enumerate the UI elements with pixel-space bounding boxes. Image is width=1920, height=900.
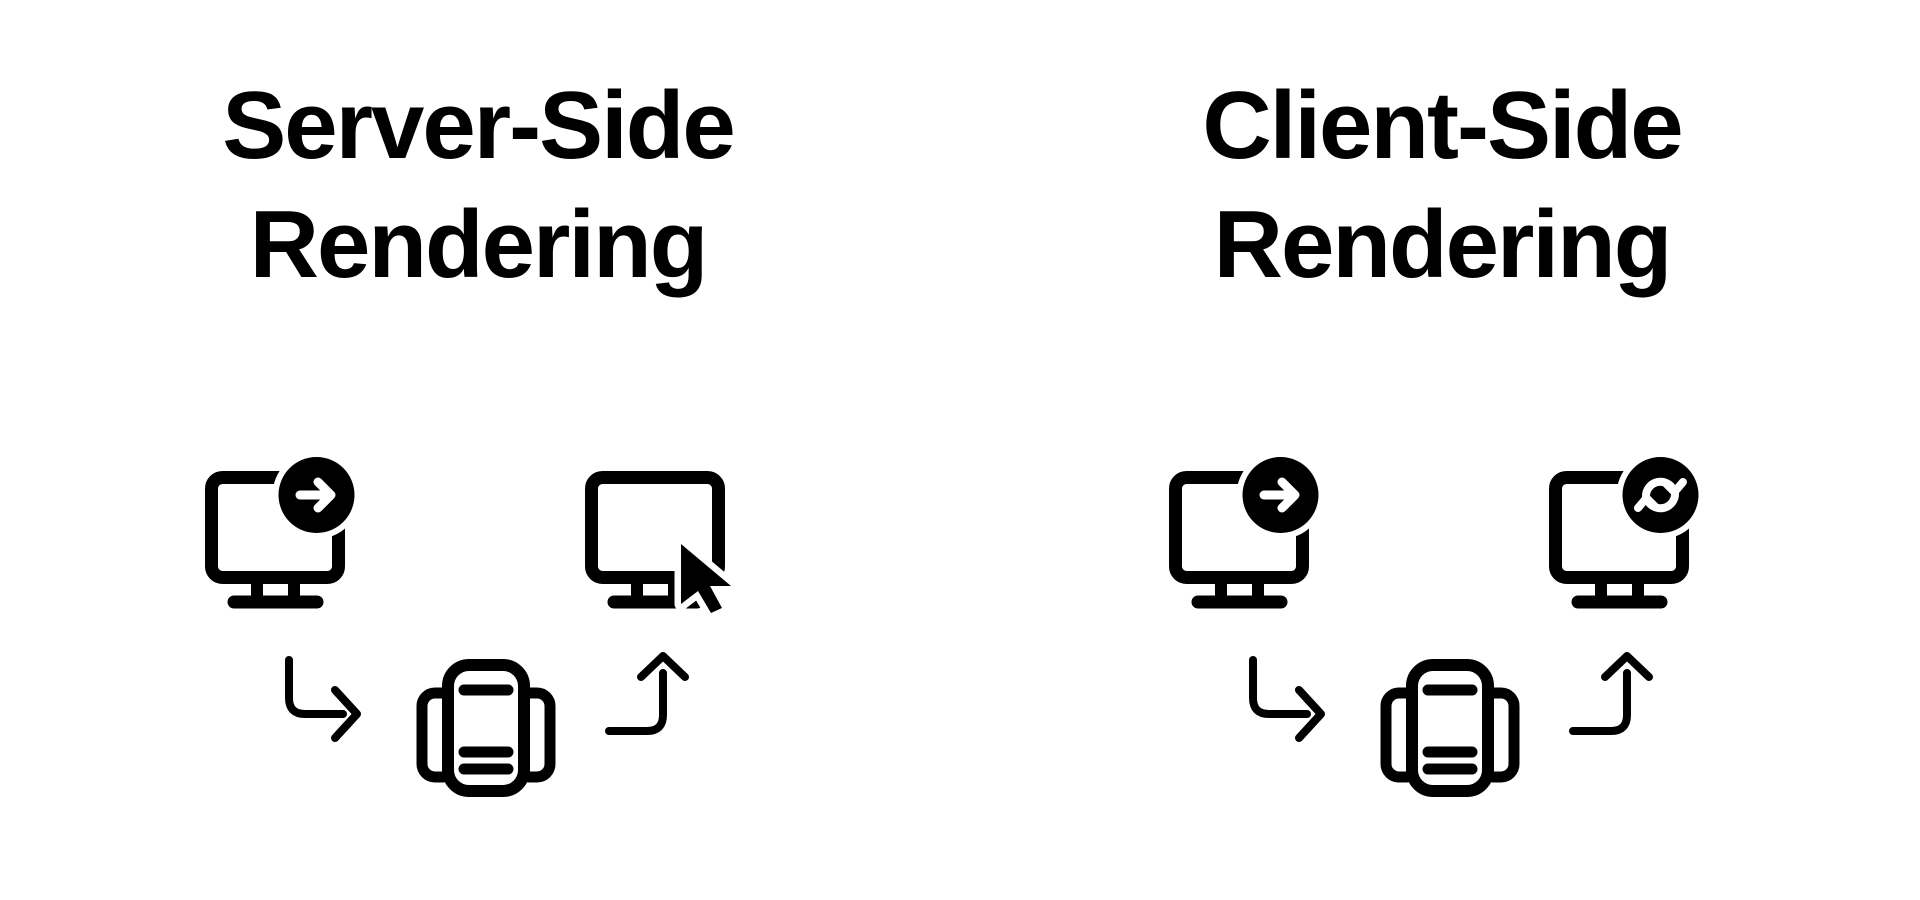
arrow-right-up-icon (603, 651, 693, 735)
csr-diagram: Client-Side Rendering (964, 0, 1920, 900)
monitor-refresh-icon (1549, 451, 1705, 611)
monitor-request-out-icon (1169, 451, 1325, 611)
ssr-diagram: Server-Side Rendering (0, 0, 956, 900)
monitor-request-out-icon (205, 451, 361, 611)
server-icon (416, 657, 556, 799)
monitor-cursor-icon (585, 455, 738, 621)
ssr-title-line2: Rendering (249, 191, 709, 298)
csr-title-line1: Client-Side (1202, 72, 1683, 179)
arrow-down-right-icon (283, 656, 363, 744)
arrow-right-up-icon (1567, 651, 1657, 735)
csr-title: Client-Side Rendering (964, 66, 1920, 304)
ssr-title-line1: Server-Side (222, 72, 736, 179)
server-icon (1380, 657, 1520, 799)
ssr-title: Server-Side Rendering (0, 66, 956, 304)
csr-title-line2: Rendering (1213, 191, 1673, 298)
arrow-down-right-icon (1247, 656, 1327, 744)
